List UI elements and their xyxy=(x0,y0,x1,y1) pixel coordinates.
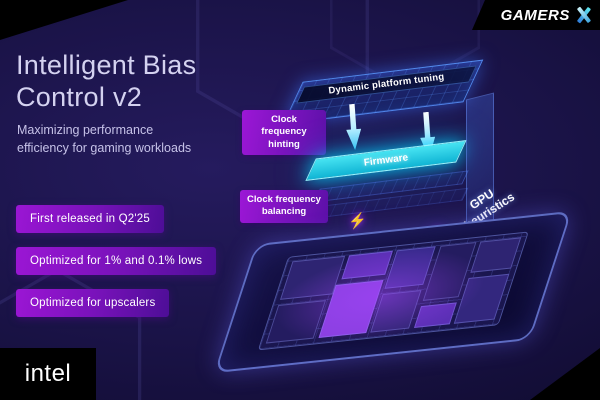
dynamic-platform-tuning-banner: Dynamic platform tuning xyxy=(296,65,477,104)
feature-badge-list: First released in Q2'25 Optimized for 1%… xyxy=(16,205,217,317)
title-line-2: Control v2 xyxy=(16,81,143,112)
gamers-logo-text: GAMERS xyxy=(500,6,570,24)
subtitle-line-2: efficiency for gaming workloads xyxy=(17,140,192,155)
feature-badge: First released in Q2'25 xyxy=(16,205,164,233)
intel-logo: intel xyxy=(24,360,72,387)
lightning-bolt-icon: ⚡ xyxy=(347,212,368,231)
die-glow xyxy=(259,232,528,350)
clock-frequency-hinting-label: Clock frequency hinting xyxy=(242,110,326,156)
subtitle-line-1: Maximizing performance xyxy=(17,123,154,137)
gpu-die xyxy=(257,231,529,351)
feature-badge: Optimized for 1% and 0.1% lows xyxy=(16,247,217,275)
gpu-package xyxy=(213,210,573,374)
gamersnexus-x-icon xyxy=(574,6,592,24)
intel-logo-box: intel xyxy=(0,348,96,400)
gamersnexus-watermark: GAMERS xyxy=(472,0,600,30)
architecture-diagram: Dynamic platform tuning Clock frequency … xyxy=(213,52,600,387)
feature-badge: Optimized for upscalers xyxy=(16,289,170,317)
dynamic-platform-tuning-label: Dynamic platform tuning xyxy=(327,71,445,97)
title-line-1: Intelligent Bias xyxy=(16,50,197,80)
page-title: Intelligent Bias Control v2 xyxy=(16,50,196,114)
subtitle: Maximizing performance efficiency for ga… xyxy=(17,122,191,157)
black-corner-overlay xyxy=(0,0,128,40)
clock-frequency-balancing-label: Clock frequency balancing xyxy=(240,190,328,223)
